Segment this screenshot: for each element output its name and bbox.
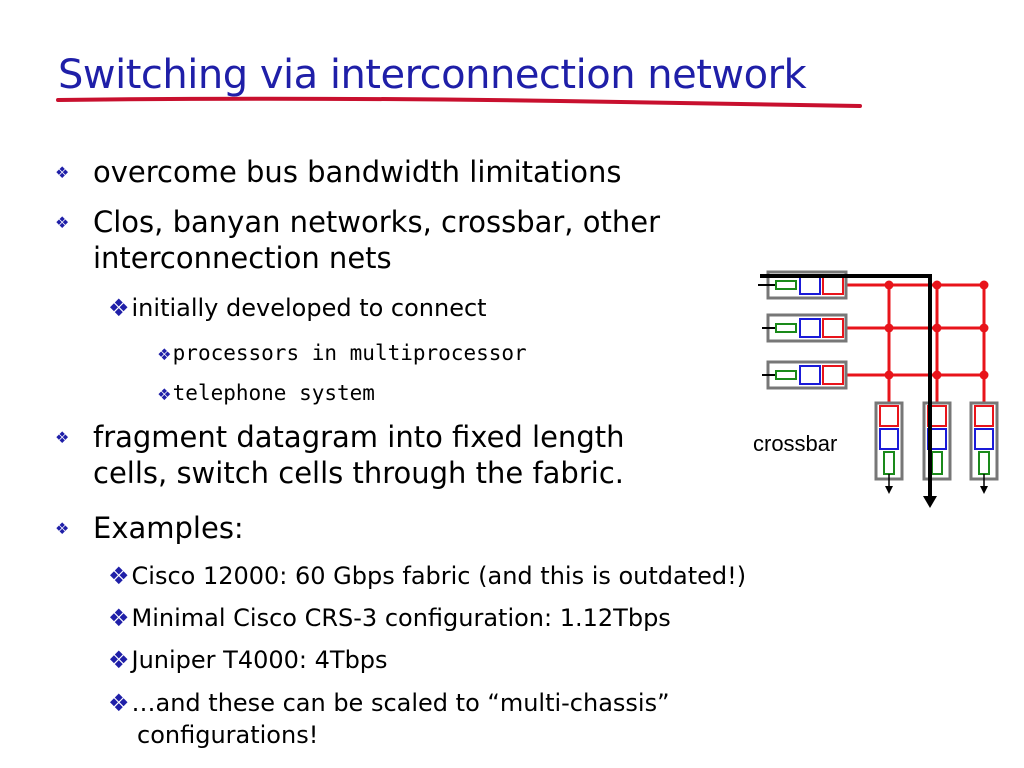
bullet-text: initially developed to connect	[131, 294, 487, 322]
bullet-text-line-1: Clos, banyan networks, crossbar, other	[93, 205, 660, 239]
crossbar-grid	[845, 283, 986, 403]
diamond-bullet-icon: ❖	[108, 562, 130, 590]
sub-sub-bullet-telephone: ❖telephone system	[158, 381, 375, 405]
slide-title: Switching via interconnection network	[58, 52, 807, 98]
sub-bullet-cisco-12000: ❖Cisco 12000: 60 Gbps fabric (and this i…	[108, 562, 746, 590]
sub-bullet-multi-chassis: ❖…and these can be scaled to “multi-chas…	[108, 689, 670, 749]
diamond-bullet-icon: ❖	[108, 689, 130, 717]
bullet-text-line-1: fragment datagram into fixed length	[93, 420, 625, 454]
bullet-text: Minimal Cisco CRS-3 configuration: 1.12T…	[131, 604, 671, 632]
bullet-text-line-2: configurations!	[137, 721, 319, 749]
diamond-bullet-icon: ❖	[108, 294, 130, 322]
diamond-bullet-icon: ❖	[158, 341, 171, 365]
sub-bullet-cisco-crs3: ❖Minimal Cisco CRS-3 configuration: 1.12…	[108, 604, 671, 632]
diamond-bullet-icon: ❖	[108, 604, 130, 632]
bullet-text: telephone system	[172, 381, 375, 405]
diamond-bullet-icon: ❖	[55, 213, 70, 232]
diamond-bullet-icon: ❖	[108, 646, 130, 674]
diamond-bullet-icon: ❖	[55, 519, 70, 538]
output-port-2	[922, 401, 952, 481]
bullet-text-line-2: interconnection nets	[93, 241, 392, 275]
bullet-text-line-2: cells, switch cells through the fabric.	[93, 456, 624, 490]
crosspoint-dots	[884, 280, 989, 380]
bullet-networks: ❖ Clos, banyan networks, crossbar, other…	[55, 205, 660, 275]
sub-sub-bullet-processors: ❖processors in multiprocessor	[158, 341, 527, 365]
bullet-text: Cisco 12000: 60 Gbps fabric (and this is…	[131, 562, 747, 590]
title-underline	[56, 96, 862, 108]
bullet-text: Examples:	[93, 511, 244, 545]
crossbar-label: crossbar	[753, 431, 838, 456]
diamond-bullet-icon: ❖	[55, 163, 70, 182]
bullet-bus-bandwidth: ❖ overcome bus bandwidth limitations	[55, 155, 622, 189]
diamond-bullet-icon: ❖	[158, 381, 171, 405]
bullet-examples: ❖ Examples:	[55, 511, 244, 545]
output-port-3	[969, 401, 999, 494]
bullet-text: Juniper T4000: 4Tbps	[131, 646, 388, 674]
input-port-2	[762, 313, 848, 343]
sub-bullet-juniper: ❖Juniper T4000: 4Tbps	[108, 646, 388, 674]
input-port-3	[762, 360, 848, 390]
bullet-text-line-1: …and these can be scaled to “multi-chass…	[131, 689, 670, 717]
bullet-fragment-datagram: ❖ fragment datagram into fixed length ce…	[55, 420, 625, 490]
bullet-text: processors in multiprocessor	[172, 341, 527, 365]
sub-bullet-initially-developed: ❖initially developed to connect	[108, 294, 487, 322]
switched-path	[760, 274, 937, 508]
bullet-text: overcome bus bandwidth limitations	[93, 155, 622, 189]
diamond-bullet-icon: ❖	[55, 428, 70, 447]
output-port-1	[874, 401, 904, 494]
